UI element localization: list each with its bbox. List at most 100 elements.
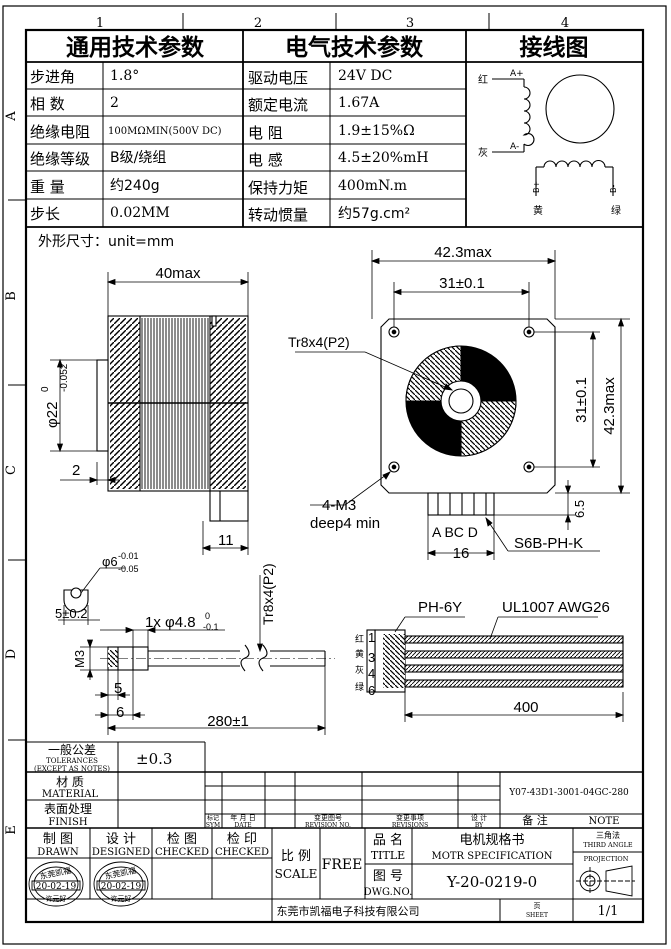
stamp-1-date: 20-02-19	[36, 882, 77, 892]
dim-280: 280±1	[207, 713, 249, 730]
rev-date-en: DATE	[234, 822, 251, 829]
sheet-en: SHEET	[526, 912, 548, 919]
dim-11: 11	[218, 532, 234, 549]
stamp-2-date: 20-02-19	[101, 882, 142, 892]
rev-no-en: REVISION NO.	[305, 822, 351, 829]
motor-side-view	[96, 315, 249, 522]
lead-screw-dim-text: 1x φ4.8 0 -0.1 Tr8x4(P2) M3 5 6 280±1	[72, 563, 276, 730]
electrical-value-6: 约57g.cm²	[338, 206, 410, 222]
pin-number-4: 4	[368, 666, 375, 681]
tolerance-cn: 一般公差	[48, 742, 96, 757]
dim-5-0-2: 5±0.2	[55, 606, 87, 621]
part-code: Y07-43D1-3001-04GC-280	[508, 788, 629, 798]
tolerance-en: TOLERANCES	[46, 757, 98, 765]
third-angle-projection-symbol	[576, 865, 635, 897]
dim-42-3max-top: 42.3max	[434, 244, 492, 261]
scale-en: SCALE	[275, 867, 318, 881]
outline-dimensions-label: 外形尺寸：unit=mm	[38, 234, 174, 250]
general-label-3: 绝缘电阻	[30, 123, 90, 141]
designed-cn: 设 计	[106, 832, 136, 847]
dim-42-3max-right: 42.3max	[601, 377, 618, 435]
frame-labels: 1 2 3 4 A B C D E	[4, 16, 569, 835]
label-tr8x4: Tr8x4(P2)	[288, 334, 350, 350]
lead-screw-dims	[80, 575, 327, 735]
header-electrical: 电气技术参数	[285, 34, 424, 61]
label-s6b-ph-k: S6B-PH-K	[514, 535, 583, 552]
wire-a-minus: A-	[510, 142, 519, 152]
title-en: TITLE	[371, 849, 405, 862]
general-value-5: 约240g	[110, 178, 160, 194]
wire-color-gray: 灰	[355, 664, 364, 676]
label-connector-pins: A BC D	[432, 524, 478, 540]
checked-en: CHECKED	[155, 847, 209, 858]
dim-31-right: 31±0.1	[573, 377, 590, 423]
wire-gray-label: 灰	[478, 146, 488, 159]
header-wiring: 接线图	[520, 34, 589, 61]
header-general: 通用技术参数	[66, 34, 205, 61]
dim-6-5: 6.5	[572, 500, 587, 518]
wire-1	[404, 635, 624, 644]
dim-5-screw: 5	[114, 680, 122, 697]
row-label-c: C	[4, 465, 19, 475]
dim-16: 16	[453, 545, 470, 562]
electrical-label-4: 电 感	[248, 151, 283, 169]
tolerance-en2: (EXCEPT AS NOTES)	[34, 765, 110, 773]
title-block-lines	[26, 741, 643, 922]
row-label-b: B	[4, 291, 19, 301]
rev-mark: 标记	[207, 814, 219, 822]
dim-phi6-tol-top: -0.01	[118, 551, 139, 561]
material-cn: 材 质	[56, 775, 84, 789]
wire-color-yellow: 黄	[355, 648, 364, 660]
coil-b	[543, 159, 606, 168]
electrical-value-5: 400mN.m	[338, 178, 407, 194]
dim-phi22-tol: -0.052	[59, 363, 70, 392]
approval-stamp-2	[93, 861, 149, 907]
dim-phi22-tol-top: 0	[40, 386, 51, 392]
pin-number-3: 3	[368, 650, 375, 665]
dim-phi4-8-tol-top: 0	[205, 611, 210, 621]
title-value-en: MOTR SPECIFICATION	[431, 851, 552, 862]
front-view-dim-text: 42.3max 31±0.1 31±0.1 42.3max Tr8x4(P2) …	[288, 244, 618, 562]
motor-front-view	[380, 318, 556, 516]
electrical-label-2: 额定电流	[248, 96, 308, 114]
general-value-1: 1.8°	[110, 68, 139, 84]
company-name: 东莞市凯福电子科技有限公司	[277, 904, 420, 918]
pin-number-1: 1	[368, 630, 375, 645]
electrical-params: 驱动电压 24V DC 额定电流 1.67A 电 阻 1.9±15%Ω 电 感 …	[248, 68, 429, 224]
wire-color-green: 绿	[355, 681, 364, 693]
general-value-6: 0.02MM	[110, 205, 170, 221]
row-label-d: D	[4, 649, 19, 659]
material-en: MATERIAL	[42, 789, 99, 800]
dwg-cn: 图 号	[373, 869, 403, 884]
coil-a	[522, 86, 535, 147]
wire-yellow-label: 黄	[533, 204, 543, 217]
col-label-3: 3	[406, 16, 414, 31]
sheet-cn: 页	[534, 902, 541, 910]
dwg-value: Y-20-0219-0	[446, 873, 537, 891]
wire-color-red: 红	[355, 633, 364, 645]
electrical-value-3: 1.9±15%Ω	[338, 123, 415, 139]
projection-en: THIRD ANGLE	[583, 841, 633, 849]
design-by: 设 计	[471, 813, 487, 822]
label-tr8x4-screw: Tr8x4(P2)	[260, 563, 276, 625]
design-by-en: BY	[475, 822, 484, 829]
label-4-m3: 4-M3	[322, 497, 356, 514]
rev-no: 变更图号	[314, 813, 342, 822]
projection-en2: PROJECTION	[584, 855, 629, 863]
dim-31-top: 31±0.1	[439, 275, 485, 292]
electrical-value-4: 4.5±20%mH	[338, 150, 429, 166]
general-value-3: 100MΩMIN(500V DC)	[108, 126, 222, 137]
electrical-value-1: 24V DC	[338, 68, 392, 84]
rev-mark-en: SYM	[206, 822, 220, 829]
wire-2	[404, 650, 624, 659]
row-label-a: A	[4, 111, 19, 122]
general-value-4: B级/绕组	[110, 150, 166, 166]
checked2-cn: 检 印	[227, 832, 257, 847]
electrical-label-1: 驱动电压	[248, 69, 308, 87]
checked-cn: 检 图	[167, 832, 197, 847]
title-block-text: 一般公差 TOLERANCES (EXCEPT AS NOTES) ±0.3 材…	[34, 742, 633, 919]
tolerance-value: ±0.3	[136, 750, 172, 768]
side-view-dims	[50, 272, 250, 555]
pin-number-6: 6	[368, 683, 375, 698]
dim-phi4-8: 1x φ4.8	[145, 614, 196, 631]
